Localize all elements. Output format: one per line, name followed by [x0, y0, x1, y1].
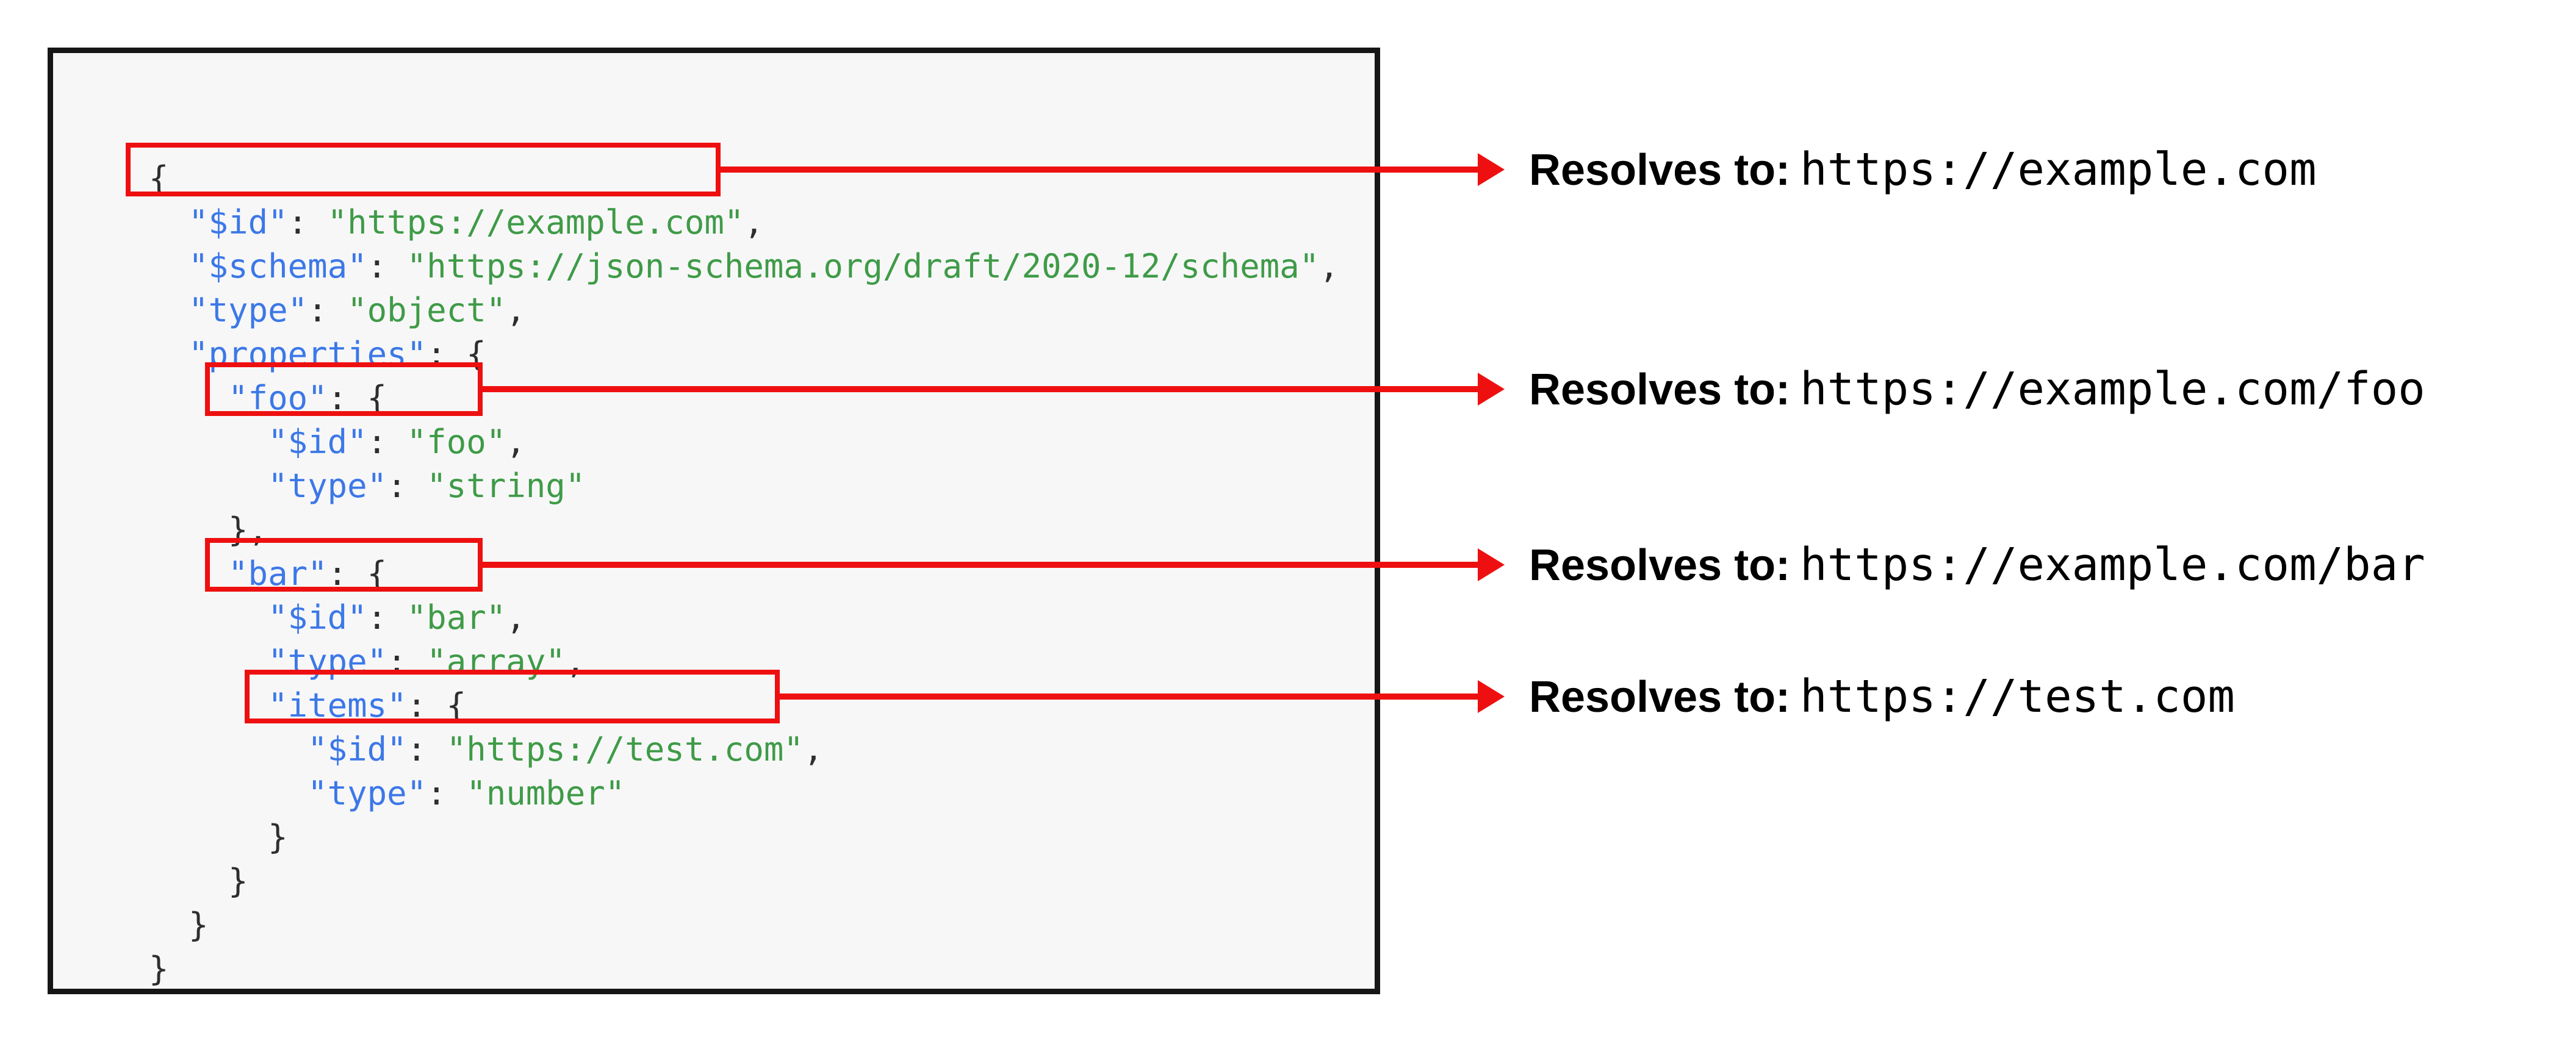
code-token-ws [149, 730, 308, 769]
code-token-ws [149, 291, 189, 329]
code-token-punct: , [744, 203, 764, 242]
code-token-str: "bar" [406, 598, 506, 637]
highlight-box [205, 538, 483, 592]
arrow-line [480, 562, 1480, 568]
code-line: "bar": { [149, 552, 1339, 596]
code-token-ws [149, 467, 268, 505]
annotation-value: https://example.com [1800, 143, 2317, 196]
arrow-right-icon [1478, 680, 1505, 713]
highlight-box [126, 143, 721, 196]
annotation-value: https://test.com [1800, 670, 2235, 723]
annotation-label: Resolves to: [1529, 673, 1791, 722]
code-token-key: "type" [308, 774, 427, 812]
arrow-right-icon [1478, 153, 1505, 186]
code-token-punct: , [506, 291, 526, 329]
code-line: } [149, 859, 1339, 903]
code-line: } [149, 947, 1339, 991]
highlight-box [245, 670, 780, 723]
code-token-punct: : [308, 291, 348, 329]
code-token-key: "$id" [268, 423, 367, 461]
code-token-punct: : [406, 730, 447, 769]
code-token-punct: , [803, 730, 824, 769]
code-line: { [149, 157, 1339, 201]
code-line: "type": "number" [149, 772, 1339, 815]
code-token-ws [149, 247, 189, 285]
code-token-key: "type" [189, 291, 308, 329]
code-token-key: "$id" [308, 730, 407, 769]
code-token-key: "foo" [228, 379, 328, 417]
highlight-box [205, 362, 483, 416]
arrow-line [480, 386, 1480, 392]
code-token-punct: : [367, 247, 407, 285]
code-token-str: "https://example.com" [327, 203, 744, 242]
code-line: "foo": { [149, 376, 1339, 420]
code-token-ws [149, 862, 228, 900]
code-token-punct: : [387, 467, 427, 505]
arrow-right-icon [1478, 373, 1505, 406]
code-token-key: "$id" [189, 203, 288, 242]
json-code: { "$id": "https://example.com", "$schema… [149, 157, 1339, 991]
code-token-punct: : { [327, 379, 387, 417]
code-token-str: "number" [466, 774, 625, 812]
code-token-punct: } [189, 906, 209, 944]
code-line: "type": "object", [149, 289, 1339, 332]
code-token-punct: } [268, 818, 288, 856]
annotation-row: Resolves to:https://example.com [1529, 143, 2317, 196]
code-token-punct: } [149, 950, 169, 988]
code-token-ws [149, 774, 308, 812]
code-token-punct: , [1319, 247, 1339, 285]
code-token-key: "items" [268, 686, 407, 725]
annotation-row: Resolves to:https://example.com/bar [1529, 539, 2425, 591]
code-token-punct: : { [406, 686, 467, 725]
code-line: "$schema": "https://json-schema.org/draf… [149, 245, 1339, 289]
code-token-punct: } [228, 862, 248, 900]
code-token-ws [149, 423, 268, 461]
code-token-ws [149, 335, 189, 373]
code-token-ws [149, 203, 189, 242]
annotation-value: https://example.com/foo [1800, 363, 2425, 415]
code-token-str: "foo" [406, 423, 506, 461]
code-line: "$id": "foo", [149, 420, 1339, 464]
code-line: "$id": "https://test.com", [149, 728, 1339, 772]
code-token-punct: : [426, 774, 467, 812]
arrow-line [777, 694, 1480, 700]
annotation-row: Resolves to:https://example.com/foo [1529, 363, 2425, 415]
code-token-punct: { [149, 159, 169, 198]
code-token-punct: : [287, 203, 328, 242]
code-token-punct: : [367, 598, 407, 637]
code-line: } [149, 815, 1339, 859]
code-token-punct: : { [327, 554, 387, 593]
code-token-str: "string" [426, 467, 586, 505]
code-token-punct: : [367, 423, 407, 461]
code-token-str: "object" [347, 291, 506, 329]
code-line: "type": "string" [149, 464, 1339, 508]
annotation-label: Resolves to: [1529, 146, 1791, 195]
code-token-key: "bar" [228, 554, 328, 593]
code-line: } [149, 903, 1339, 947]
annotation-value: https://example.com/bar [1800, 539, 2425, 591]
code-token-key: "type" [268, 467, 387, 505]
code-token-key: "$id" [268, 598, 367, 637]
code-token-ws [149, 598, 268, 637]
code-token-punct: , [506, 423, 526, 461]
code-line: "items": { [149, 684, 1339, 728]
code-block: { "$id": "https://example.com", "$schema… [48, 48, 1380, 994]
arrow-right-icon [1478, 548, 1505, 581]
code-token-punct: , [506, 598, 526, 637]
arrow-line [718, 167, 1480, 173]
code-token-ws [149, 906, 189, 944]
annotation-label: Resolves to: [1529, 365, 1791, 414]
code-token-str: "https://test.com" [446, 730, 804, 769]
annotation-row: Resolves to:https://test.com [1529, 670, 2235, 723]
code-token-key: "$schema" [189, 247, 367, 285]
code-token-ws [149, 818, 268, 856]
code-line: "$id": "https://example.com", [149, 201, 1339, 245]
annotation-label: Resolves to: [1529, 541, 1791, 590]
code-token-str: "https://json-schema.org/draft/2020-12/s… [406, 247, 1320, 285]
code-line: "$id": "bar", [149, 596, 1339, 640]
